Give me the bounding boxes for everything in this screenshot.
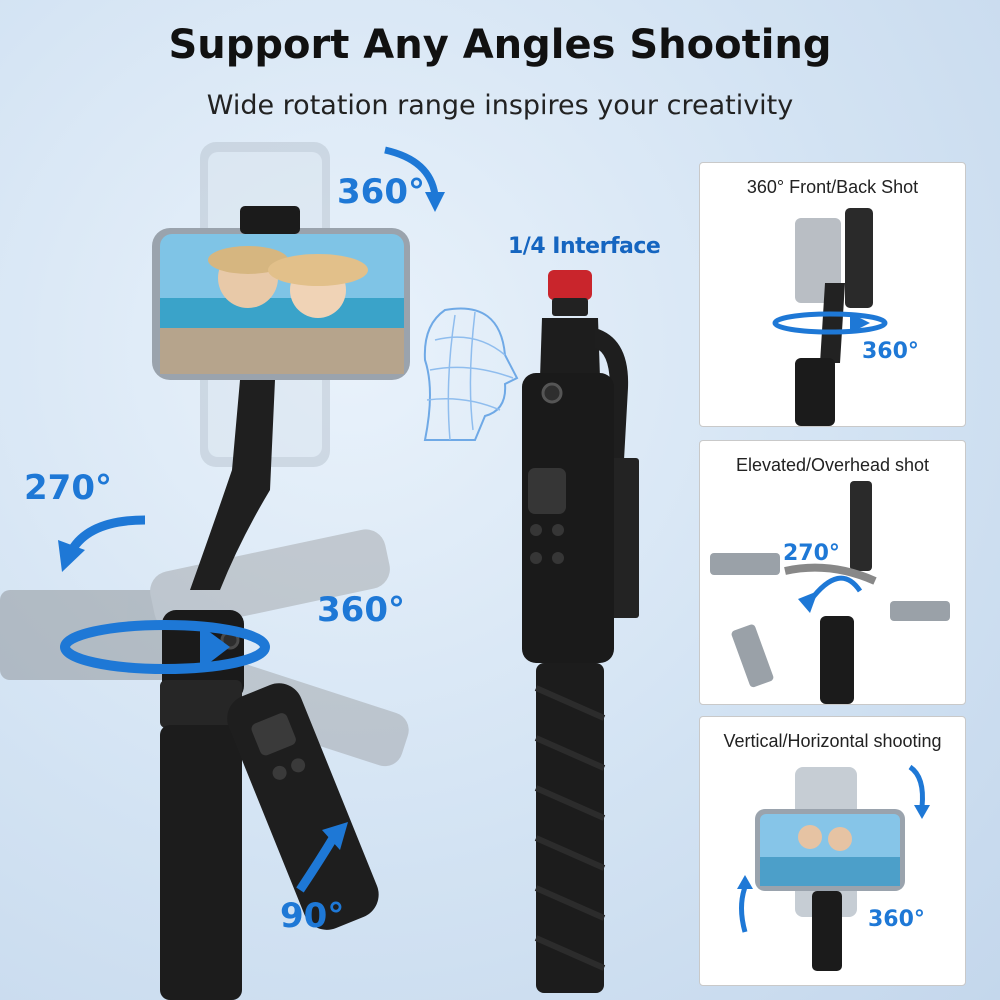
arrow-360-top-head [425, 192, 445, 212]
panel-degree: 360° [868, 907, 925, 932]
stick-with-phone-illustration [0, 142, 445, 1000]
mount-screw-red [548, 270, 592, 300]
label-270: 270° [24, 468, 112, 508]
page-subtitle: Wide rotation range inspires your creati… [206, 90, 794, 121]
knurled-ring [160, 680, 242, 728]
label-360-mid: 360° [317, 590, 405, 630]
panel-caption: 360° Front/Back Shot [746, 177, 919, 197]
panel-caption: Elevated/Overhead shot [735, 455, 930, 475]
curved-arm [190, 380, 275, 590]
panel-elevated-overhead: Elevated/Overhead shot 270° [699, 440, 966, 705]
face-tracking-mesh-icon [423, 307, 519, 441]
vertical-horizontal-illustration [737, 764, 930, 971]
remote-buttons [528, 468, 566, 514]
label-90: 90° [280, 896, 345, 936]
stick-body [522, 373, 614, 663]
rotation-arrow-icon [60, 620, 270, 674]
interface-label: 1/4 Interface [508, 234, 661, 259]
page-title: Support Any Angles Shooting [168, 22, 832, 68]
arrow-90-head [322, 822, 348, 850]
front-back-illustration [772, 208, 888, 426]
panel-degree: 270° [783, 541, 840, 566]
remote-leg [227, 683, 379, 930]
phone-horizontal [152, 228, 410, 380]
stick-led-icon [541, 382, 563, 404]
panel-caption: Vertical/Horizontal shooting [723, 731, 942, 751]
label-360-top: 360° [337, 172, 425, 212]
arrow-360-top-icon [384, 146, 439, 196]
pole [160, 725, 242, 1000]
center-stick-illustration [522, 270, 639, 993]
arrow-270-head [58, 540, 85, 572]
panel-front-back: 360° Front/Back Shot 360° [699, 162, 966, 427]
arrow-270-icon [68, 515, 146, 553]
elevated-overhead-illustration [710, 481, 950, 704]
panel-vertical-horizontal: Vertical/Horizontal shooting 360° [699, 716, 966, 986]
panel-degree: 360° [862, 339, 919, 364]
phone-clamp [240, 206, 300, 234]
